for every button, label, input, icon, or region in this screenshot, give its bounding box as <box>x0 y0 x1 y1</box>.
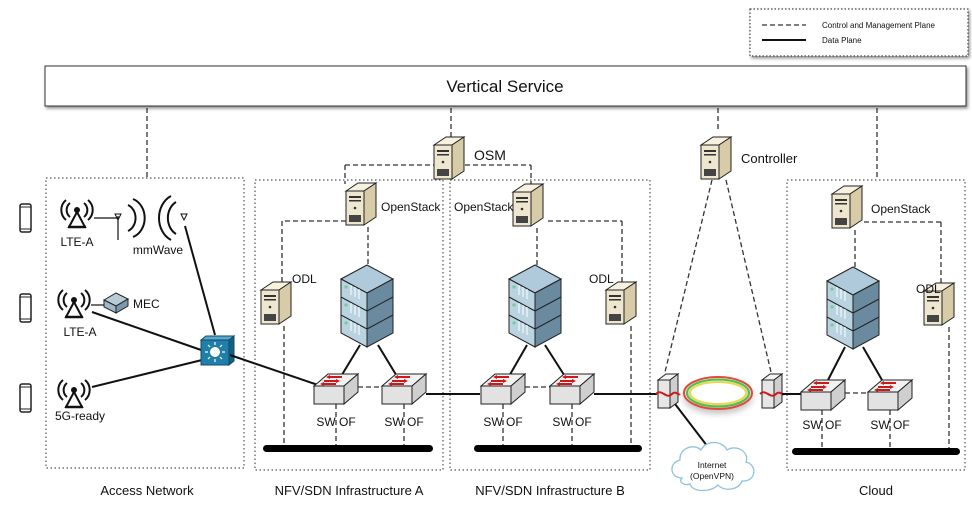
smartphone-icon <box>19 203 32 233</box>
switch-label: SW OF <box>802 418 841 432</box>
server-rack-icon <box>508 264 562 348</box>
odl-label-a: ODL <box>292 272 317 286</box>
tunnel-endpoint-left <box>655 391 681 397</box>
mmwave-icon <box>127 195 188 241</box>
data-bus <box>792 448 960 455</box>
vertical-service-box <box>44 65 967 107</box>
server-rack-icon <box>826 266 880 350</box>
vpn-gateway-left-icon <box>657 373 679 409</box>
controller-to-gw-left-link <box>664 179 713 373</box>
controller-server-icon <box>700 136 732 180</box>
osm-server-icon <box>433 136 465 180</box>
antenna-icon <box>114 213 122 222</box>
mec-label: MEC <box>133 297 160 311</box>
data-bus <box>263 445 433 452</box>
gateway-to-internet-link <box>671 399 712 452</box>
odl-label-cloud: ODL <box>916 282 941 296</box>
access-network: LTE-A mmWave LTE-A MEC 5G-ready <box>19 195 236 423</box>
openstack-label-b: OpenStack <box>454 200 514 214</box>
domain-label-cloud: Cloud <box>859 483 893 498</box>
vertical-service-label: Vertical Service <box>446 77 563 96</box>
odl-server-icon <box>260 281 292 325</box>
l3switch-to-infra-a-link <box>229 354 319 386</box>
domain-label-infra-b: NFV/SDN Infrastructure B <box>475 483 625 498</box>
openstack-server-icon <box>831 185 863 229</box>
lte-to-l3switch-link <box>91 311 205 352</box>
internet-label: Internet <box>698 460 727 470</box>
tunnel-ring-icon <box>683 376 753 410</box>
infra-b: OpenStack ODL SW OF SW OF <box>454 183 642 452</box>
data-bus <box>474 445 642 452</box>
osm-label: OSM <box>474 147 506 163</box>
legend-data-label: Data Plane <box>822 36 862 45</box>
controller-label: Controller <box>741 151 798 166</box>
openstack-server-icon <box>512 183 544 227</box>
l3-switch-icon <box>199 334 236 367</box>
smartphone-icon <box>19 383 32 413</box>
openstack-server-icon <box>345 182 377 226</box>
5g-to-l3switch-link <box>91 359 203 388</box>
smartphone-icon <box>19 293 32 323</box>
mec-server-icon <box>102 292 130 314</box>
openstack-label-a: OpenStack <box>381 200 441 214</box>
server-rack-icon <box>340 264 394 348</box>
openstack-label-cloud: OpenStack <box>871 202 931 216</box>
odl-label-b: ODL <box>589 272 614 286</box>
vpn-tunnel: Internet (OpenVPN) <box>655 373 785 492</box>
radio-label-lte-a-2: LTE-A <box>63 325 96 339</box>
vpn-gateway-right-icon <box>761 373 783 409</box>
openvpn-label: (OpenVPN) <box>690 471 734 481</box>
domain-label-infra-a: NFV/SDN Infrastructure A <box>275 483 424 498</box>
legend-control-label: Control and Management Plane <box>822 21 936 30</box>
mmwave-to-l3switch-link <box>184 225 216 336</box>
domain-label-access: Access Network <box>100 483 194 498</box>
internet-cloud-icon: Internet (OpenVPN) <box>671 441 755 492</box>
controller-to-gw-right-link <box>725 179 772 373</box>
radio-label-5g-ready: 5G-ready <box>55 409 105 423</box>
odl-server-icon <box>605 281 637 325</box>
vertical-service-bar: Vertical Service <box>44 65 967 107</box>
cloud: OpenStack ODL SW OF SW OF <box>792 185 960 455</box>
legend: Control and Management Plane Data Plane <box>749 8 969 57</box>
switch-label: SW OF <box>870 418 909 432</box>
radio-label-mmwave: mmWave <box>133 243 184 257</box>
infra-a: OpenStack ODL SW OF SW OF <box>260 182 441 452</box>
radio-label-lte-a-1: LTE-A <box>60 235 93 249</box>
legend-box <box>749 8 969 57</box>
